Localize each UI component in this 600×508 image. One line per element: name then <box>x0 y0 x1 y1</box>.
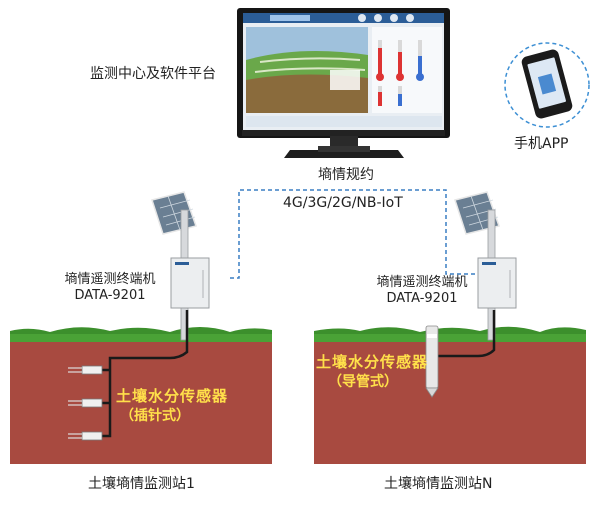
needle-probe-2-icon <box>68 398 110 408</box>
soil-block-2 <box>314 326 586 464</box>
needle-probe-1-icon <box>68 365 110 375</box>
station-2-label: 土壤墒情监测站N <box>384 476 493 492</box>
terminal-2-label: 墒情遥测终端机 DATA-9201 <box>362 275 482 307</box>
solar-panel-1-icon <box>151 191 197 235</box>
terminal-2-name: 墒情遥测终端机 <box>376 275 468 290</box>
terminal-1-name: 墒情遥测终端机 <box>64 272 156 287</box>
needle-probe-3-icon <box>68 431 103 441</box>
terminal-1-label: 墒情遥测终端机 DATA-9201 <box>50 272 170 304</box>
soil-block-1 <box>10 327 272 464</box>
protocol-networks: 4G/3G/2G/NB-IoT <box>283 195 403 211</box>
monitor-center-label: 监测中心及软件平台 <box>90 66 216 82</box>
station-1-label: 土壤墒情监测站1 <box>88 476 195 492</box>
mobile-app-label: 手机APP <box>514 136 569 152</box>
sensor-1-name: 土壤水分传感器 <box>116 387 229 405</box>
mobile-phone-icon <box>504 42 590 128</box>
protocol-title: 墒情规约 <box>318 167 374 183</box>
tube-probe-icon <box>425 325 439 398</box>
sensor-2-type: （导管式） <box>328 374 398 390</box>
network-links <box>230 189 478 279</box>
terminal-box-1-icon <box>170 257 210 309</box>
sensor-1-type: （插针式） <box>120 408 190 424</box>
terminal-1-model: DATA-9201 <box>74 288 146 303</box>
cable-1 <box>100 310 189 438</box>
cable-2 <box>430 310 496 358</box>
monitor-icon <box>237 8 450 158</box>
terminal-box-2-icon <box>477 257 517 309</box>
terminal-2-model: DATA-9201 <box>386 291 458 306</box>
sensor-2-name: 土壤水分传感器 <box>316 353 429 371</box>
